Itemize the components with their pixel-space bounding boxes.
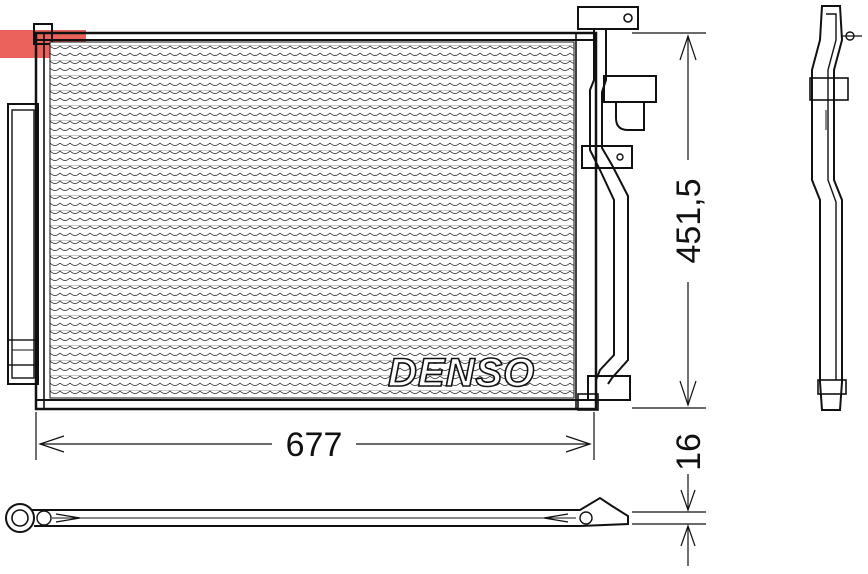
depth-dimension: 16 xyxy=(632,433,708,566)
width-dimension: 677 xyxy=(35,412,595,464)
finned-core xyxy=(49,41,575,399)
brand-logo-text: DENSO xyxy=(388,351,535,395)
condenser-side-view xyxy=(809,5,862,411)
height-dimension: 451,5 xyxy=(632,32,708,409)
depth-dimension-label: 16 xyxy=(670,433,708,471)
width-dimension-label: 677 xyxy=(286,426,343,464)
core-frame xyxy=(34,31,598,411)
left-side-tank xyxy=(7,103,39,385)
height-dimension-label: 451,5 xyxy=(670,178,708,263)
condenser-front-view: DENSO xyxy=(7,6,657,411)
condenser-bottom-view xyxy=(5,496,629,533)
right-pipe-assembly xyxy=(577,6,657,411)
